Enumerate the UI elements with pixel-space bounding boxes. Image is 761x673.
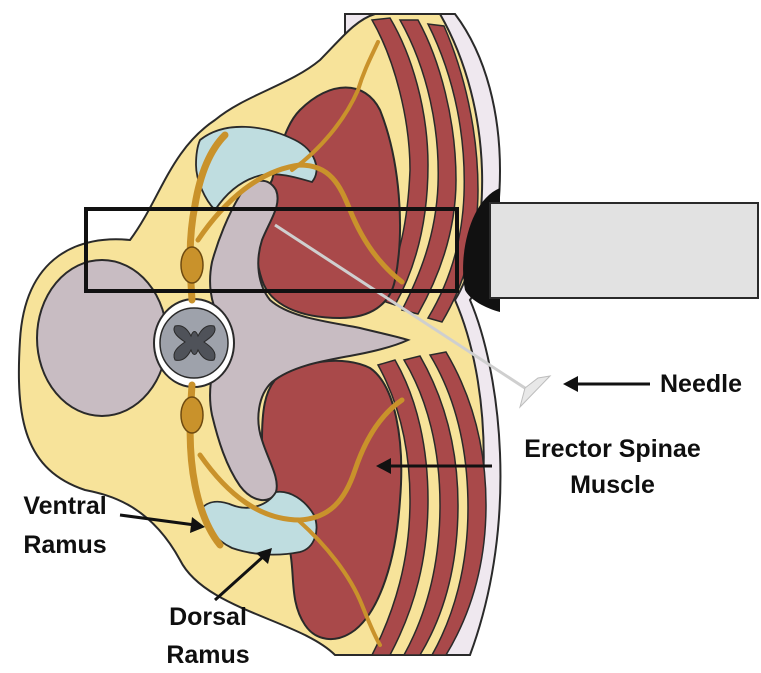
erector-spinae-label-line2: Muscle [505,470,720,500]
ventral-ramus-label-line2: Ramus [5,530,125,560]
vertebral-body [37,260,167,416]
needle-label: Needle [660,369,742,399]
upper-dorsal-root-ganglion [181,247,203,283]
erector-spinae-label-line1: Erector Spinae [505,434,720,464]
needle-arrow-head [563,376,578,392]
ultrasound-probe [490,203,758,298]
dorsal-ramus-label-line2: Ramus [148,640,268,670]
lower-dorsal-root-ganglion [181,397,203,433]
ventral-ramus-label-line1: Ventral [5,491,125,521]
needle-tip [520,376,550,407]
dorsal-ramus-label-line1: Dorsal [148,602,268,632]
